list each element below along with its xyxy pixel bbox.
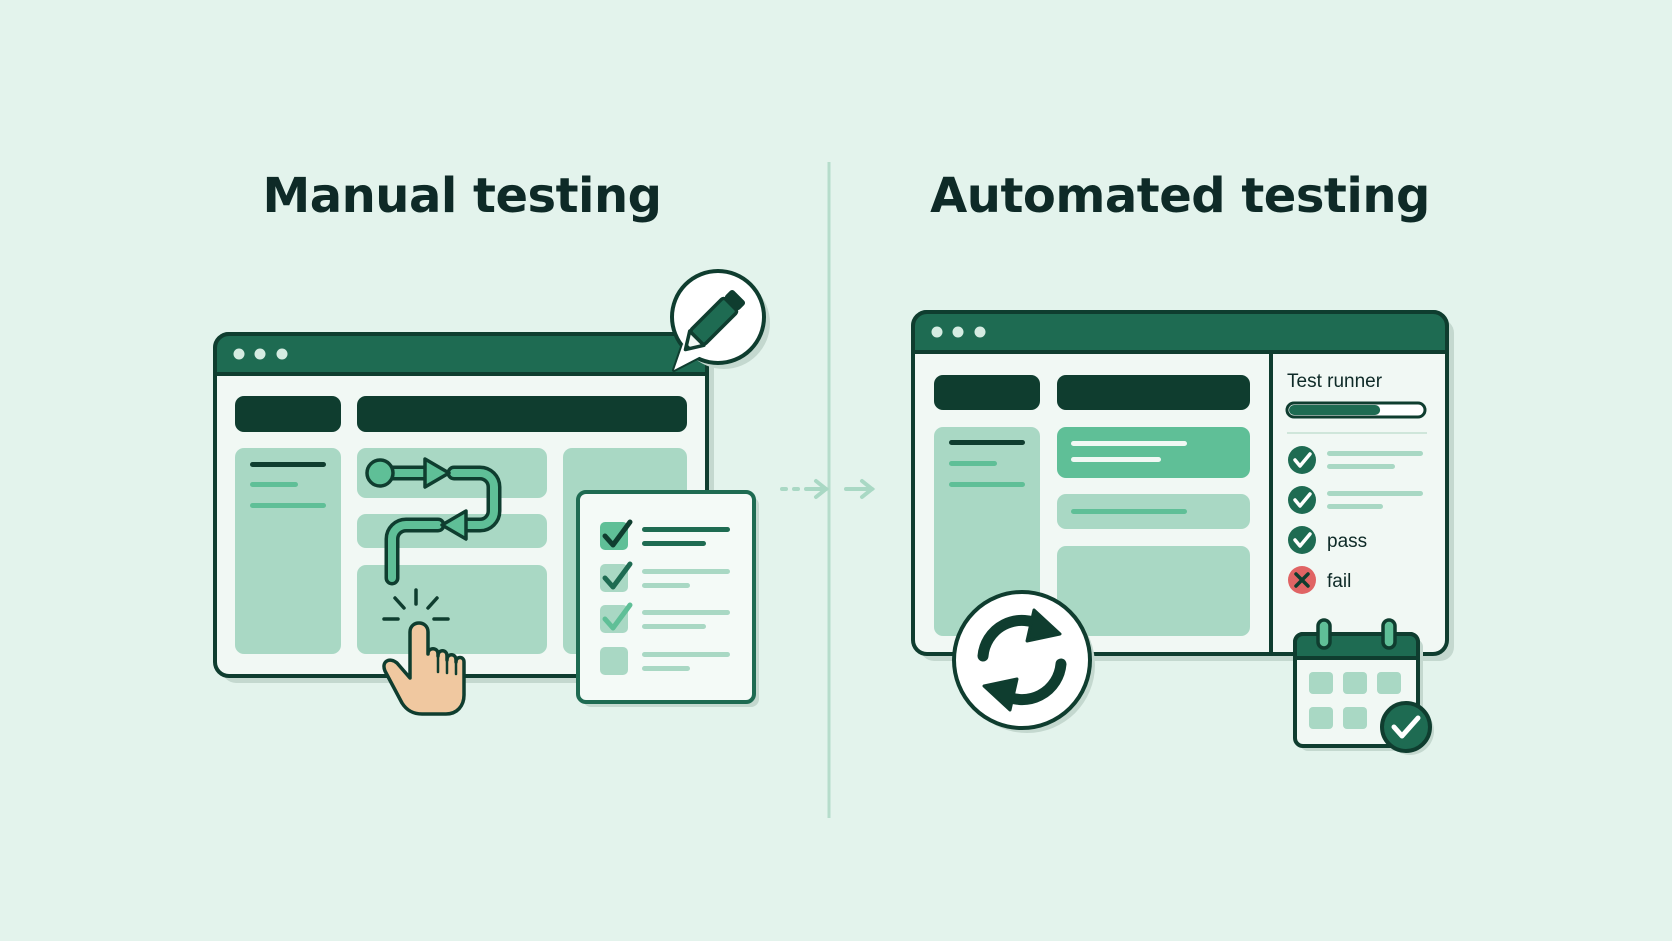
test-runner-title: Test runner bbox=[1287, 371, 1383, 392]
pass-status-icon bbox=[1288, 486, 1316, 514]
check-icon bbox=[1293, 492, 1312, 508]
progress-fill bbox=[1289, 405, 1381, 415]
result-row-3: pass bbox=[1288, 526, 1367, 554]
flow-arrows-icon bbox=[365, 457, 502, 586]
manual-testing-title: Manual testing bbox=[262, 168, 662, 224]
dotted-arrow-icon bbox=[780, 479, 876, 499]
calendar-check-icon bbox=[1293, 618, 1434, 755]
result-row-2 bbox=[1288, 486, 1423, 514]
window-dot-icon bbox=[952, 326, 964, 338]
test-runner-panel: Test runner pass bbox=[1285, 371, 1427, 594]
result-row-4: fail bbox=[1288, 566, 1351, 594]
hand-pointer-icon bbox=[382, 588, 466, 716]
pass-status-icon bbox=[1288, 526, 1316, 554]
window-dot-icon bbox=[254, 348, 266, 360]
check-icon bbox=[1293, 532, 1312, 548]
pass-status-icon bbox=[1288, 446, 1316, 474]
pencil-bubble bbox=[670, 269, 770, 372]
result-label-pass: pass bbox=[1327, 531, 1367, 552]
refresh-icon bbox=[952, 590, 1095, 733]
check-icon bbox=[1293, 452, 1312, 468]
automated-testing-title: Automated testing bbox=[930, 168, 1430, 224]
window-dot-icon bbox=[974, 326, 986, 338]
checklist-icon bbox=[576, 490, 759, 707]
pencil-icon bbox=[683, 289, 746, 352]
result-label-fail: fail bbox=[1327, 571, 1351, 592]
window-dot-icon bbox=[931, 326, 943, 338]
window-dot-icon bbox=[276, 348, 288, 360]
x-icon bbox=[1294, 572, 1310, 588]
window-dot-icon bbox=[233, 348, 245, 360]
result-row-1 bbox=[1288, 446, 1423, 474]
